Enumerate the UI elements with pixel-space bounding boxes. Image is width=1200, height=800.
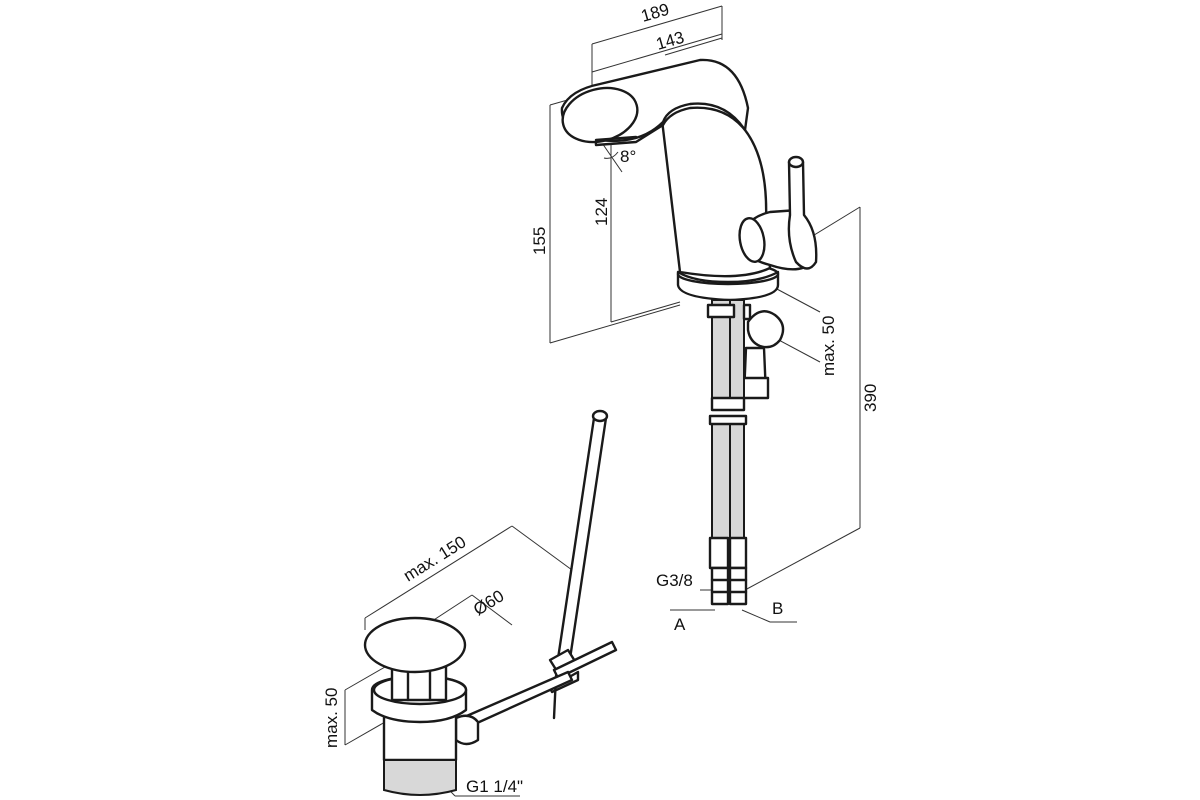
faucet-base [676,270,780,302]
mounting-clamp [746,310,785,349]
connection-b-label: B [772,599,783,618]
popup-drain [363,409,618,796]
drain-stopper-cap [363,616,467,674]
lift-rod [554,416,608,674]
hose-fitting-b [728,536,748,570]
lever-handle [787,157,818,270]
faucet [560,58,818,400]
dim-total-height: 155 [530,227,549,255]
dim-hose-length: 390 [861,384,880,412]
dim-connection-thread: G3/8 [656,571,693,590]
supply-hoses [706,299,752,606]
connection-a-label: A [674,615,686,634]
dim-drain-plug-diameter: Ø60 [470,586,507,619]
dim-countertop-thickness: max. 50 [819,316,838,376]
dim-spout-angle: 8° [620,147,636,166]
dim-spout-height: 124 [592,198,611,226]
dim-drain-thread: G1 1/4" [466,777,523,796]
dim-drain-max-thickness: max. 50 [322,688,341,748]
hose-fitting-a [708,536,730,570]
drain-thread [383,759,457,796]
